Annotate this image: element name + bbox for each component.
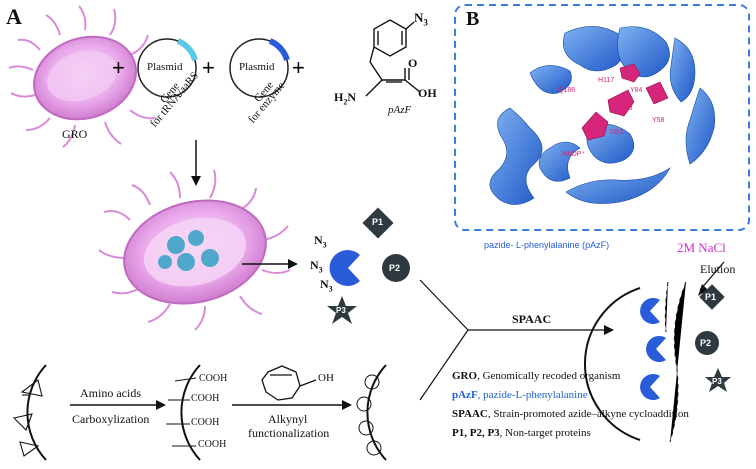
engineered-gro-icon bbox=[98, 169, 291, 331]
gro-label: GRO bbox=[62, 127, 88, 141]
plasmid-2-icon bbox=[229, 38, 290, 98]
alkynyl-label-line2: functionalization bbox=[248, 426, 330, 440]
pazf-label: pAzF bbox=[388, 104, 412, 116]
azide-label-3: N3 bbox=[320, 277, 333, 294]
plus-2: + bbox=[202, 55, 215, 80]
plasmid-2-label: Plasmid bbox=[239, 61, 275, 73]
residue-y84: Y84 bbox=[630, 87, 643, 94]
residue-q186: Q186 bbox=[558, 87, 575, 94]
resin-bead-3 bbox=[366, 364, 387, 461]
resin-bead-1 bbox=[26, 364, 47, 461]
pazf-o-label: O bbox=[408, 56, 418, 70]
residue-d53: D53 bbox=[610, 129, 623, 136]
nacl-label: 2M NaCl bbox=[677, 240, 726, 255]
residue-y58: Y58 bbox=[652, 117, 665, 124]
panel-b-label: B bbox=[466, 8, 480, 30]
p2-circle-icon bbox=[382, 254, 410, 282]
eluted-p1-label: P1 bbox=[705, 292, 717, 302]
p2-label: P2 bbox=[389, 263, 401, 273]
legend-non-target: P1, P2, P3, Non-target proteins bbox=[452, 427, 591, 439]
panel-b-frame bbox=[454, 4, 750, 231]
residue-e13: E13 bbox=[620, 105, 633, 112]
pazf-oh-label: OH bbox=[418, 86, 437, 100]
azide-label-2: N3 bbox=[310, 258, 323, 275]
eluted-p3-label: P3 bbox=[712, 377, 722, 386]
alkyne-oh-label: OH bbox=[318, 372, 334, 384]
pazf-azide-label: N3 bbox=[414, 10, 428, 28]
spaac-label: SPAAC bbox=[512, 312, 552, 326]
pazf-structure-icon bbox=[365, 19, 421, 97]
cooh-label-4: COOH bbox=[198, 439, 227, 450]
p3-label: P3 bbox=[336, 306, 346, 315]
panel-a-label: A bbox=[6, 4, 22, 29]
residue-h117: H117 bbox=[598, 77, 614, 84]
plasmid-1-icon bbox=[137, 38, 198, 98]
carboxylization-label: Carboxylization bbox=[72, 412, 150, 426]
alkynyl-label-line1: Alkynyl bbox=[268, 412, 308, 426]
azide-label-1: N3 bbox=[314, 233, 327, 250]
p3-star-icon bbox=[327, 296, 357, 324]
protein-structure-image: H117 Q186 Y84 E13 D53 Y58 NADP⁺ bbox=[489, 26, 715, 205]
gro-bacterium-icon bbox=[8, 5, 167, 148]
cooh-label-3: COOH bbox=[191, 417, 220, 428]
amino-acids-label: Amino acids bbox=[80, 386, 141, 400]
p1-diamond-icon bbox=[362, 207, 394, 239]
residue-nadp: NADP⁺ bbox=[562, 151, 585, 158]
legend-pazf: pAzF, pazide-L-phenylalanine bbox=[452, 389, 588, 401]
cooh-label-2: COOH bbox=[191, 393, 220, 404]
legend-gro: GRO, Genomically recoded organism bbox=[452, 370, 621, 382]
target-enzyme-icon bbox=[329, 250, 360, 287]
plus-1: + bbox=[112, 55, 125, 80]
alkyne-molecule-icon bbox=[261, 365, 317, 401]
pazf-caption: pazide- L-phenylalanine (pAzF) bbox=[484, 240, 610, 250]
elution-label: Elution bbox=[700, 262, 736, 276]
legend-spaac: SPAAC, Strain-promoted azide–alkyne cycl… bbox=[452, 408, 689, 420]
p1-label: P1 bbox=[372, 217, 384, 227]
cooh-label-1: COOH bbox=[199, 373, 228, 384]
plus-3: + bbox=[292, 55, 305, 80]
resin-bead-2 bbox=[180, 364, 201, 461]
pazf-h2n-label: H2N bbox=[334, 90, 357, 107]
resin-bead-right bbox=[584, 287, 641, 441]
plasmid-1-label: Plasmid bbox=[147, 61, 183, 73]
eluted-p2-label: P2 bbox=[700, 338, 712, 348]
